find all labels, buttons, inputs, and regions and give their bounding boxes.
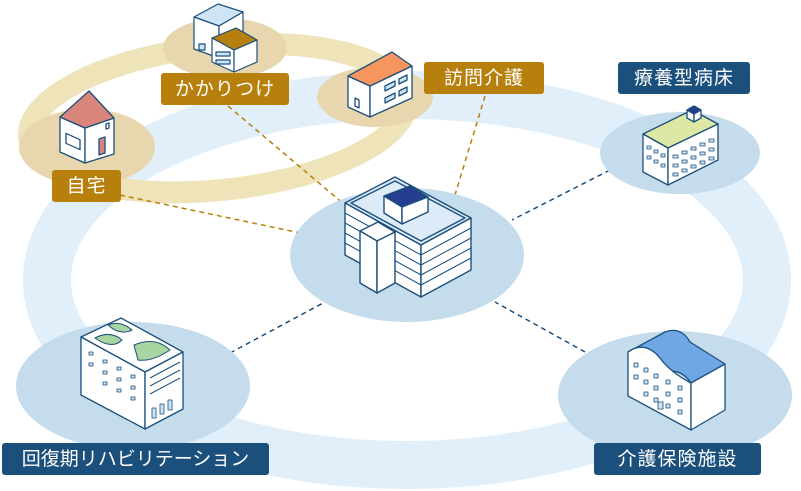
care-facility-icon — [627, 329, 726, 431]
home-links — [119, 95, 486, 236]
highrise-hospital-icon — [642, 105, 719, 186]
link-rehabilitation — [229, 301, 326, 354]
label-home: 自宅 — [52, 170, 121, 202]
hospital-building-icon — [344, 176, 472, 298]
link-care-facility — [494, 301, 586, 353]
label-rehabilitation: 回復期リハビリテーション — [2, 443, 269, 475]
label-care-facility: 介護保険施設 — [594, 443, 761, 475]
label-family-doctor: かかりつけ — [161, 73, 289, 105]
link-family-doctor — [227, 105, 346, 206]
label-home-care: 訪問介護 — [424, 62, 544, 94]
label-long-term-beds: 療養型病床 — [618, 62, 750, 94]
clinic-building-icon — [193, 3, 258, 73]
facility-links — [229, 169, 611, 354]
link-long-term-beds — [511, 169, 611, 221]
house-icon — [59, 90, 115, 164]
rehab-building-icon — [80, 317, 184, 430]
apartment-icon — [347, 51, 413, 118]
